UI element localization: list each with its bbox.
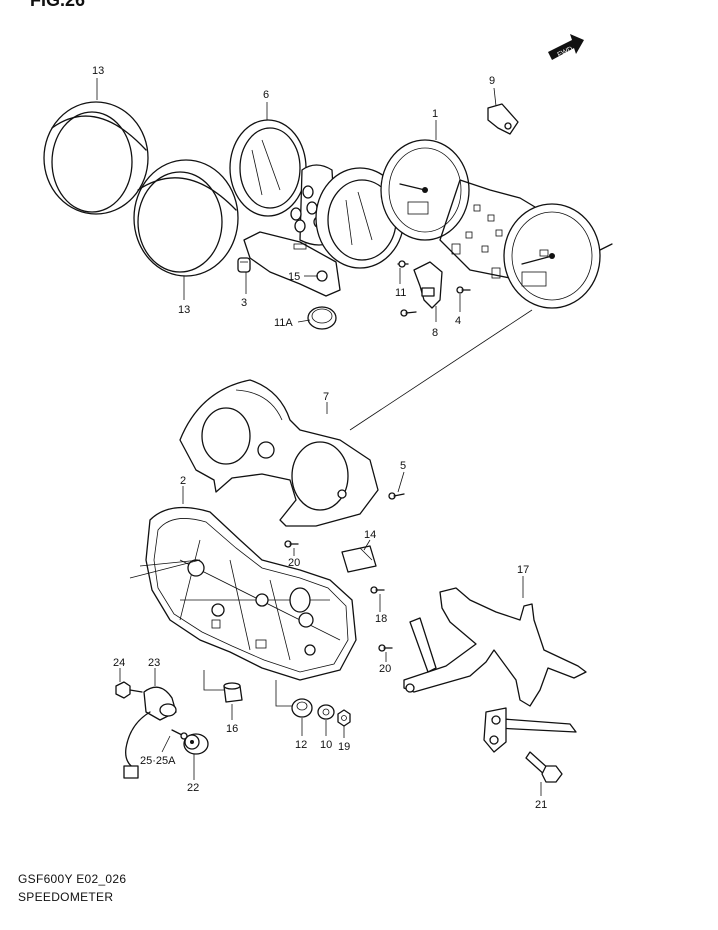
part-17-grommet xyxy=(223,682,243,703)
callout-11a: 11A xyxy=(274,317,293,329)
callout-15: 15 xyxy=(288,271,300,283)
callout-20-lower: 20 xyxy=(379,663,391,675)
callout-2: 2 xyxy=(180,475,186,487)
part-19-nut xyxy=(337,709,351,727)
part-24-bolt xyxy=(115,681,143,699)
part-14-pad xyxy=(341,545,377,573)
callout-10: 10 xyxy=(320,739,332,751)
part-20-screw-upper xyxy=(284,540,299,548)
part-25-screw xyxy=(171,729,188,740)
callout-20-upper: 20 xyxy=(288,557,300,569)
callout-7: 7 xyxy=(323,391,329,403)
callout-19: 19 xyxy=(338,741,350,753)
callout-21: 21 xyxy=(535,799,547,811)
part-13-cover-ring-upper xyxy=(43,101,149,215)
callout-13-bottom: 13 xyxy=(178,304,190,316)
alignment-line xyxy=(349,309,533,431)
callout-labels: 13 6 1 9 13 3 15 11A 11 8 4 7 5 2 14 20 … xyxy=(92,65,547,811)
part-21-bolt xyxy=(525,751,563,783)
part-5-screw xyxy=(388,492,405,500)
callout-5: 5 xyxy=(400,460,406,472)
part-9-clip xyxy=(487,103,519,135)
part-10-washer xyxy=(317,704,335,720)
part-13-cover-ring-lower xyxy=(133,159,239,277)
part-8-socket-bracket xyxy=(413,261,443,309)
part-7-meter-case xyxy=(179,379,379,527)
callout-6: 6 xyxy=(263,89,269,101)
fwd-arrow-icon: FWD xyxy=(548,34,584,60)
callout-4: 4 xyxy=(455,315,461,327)
part-2-lower-case xyxy=(129,506,357,707)
callout-17: 16 xyxy=(226,723,238,735)
callout-18: 18 xyxy=(375,613,387,625)
part-6-bezel xyxy=(229,119,405,297)
callout-12: 12 xyxy=(295,739,307,751)
callout-22: 22 xyxy=(187,782,199,794)
part-4-lower-screw xyxy=(400,309,417,317)
callout-24: 24 xyxy=(113,657,125,669)
part-12-cushion xyxy=(291,698,313,718)
callout-8: 8 xyxy=(432,327,438,339)
part-11-screw xyxy=(397,260,409,268)
part-1-meter-assembly xyxy=(380,139,613,309)
part-22-gear xyxy=(183,733,209,755)
part-11a-cap xyxy=(307,306,337,330)
part-18-screw xyxy=(370,586,385,594)
callout-16: 17 xyxy=(517,564,529,576)
callout-14: 14 xyxy=(364,529,376,541)
callout-25-25a: 25·25A xyxy=(140,755,176,767)
figure-title: FIG.26 xyxy=(30,0,85,10)
part-16-bracket xyxy=(403,587,587,753)
callout-13-top: 13 xyxy=(92,65,104,77)
callout-11: 11 xyxy=(395,287,406,299)
part-23-speed-sensor xyxy=(123,686,177,779)
model-code: GSF600Y E02_026 xyxy=(18,872,127,886)
section-name: SPEEDOMETER xyxy=(18,890,114,904)
part-3-grommet xyxy=(237,257,251,273)
callout-9: 9 xyxy=(489,75,495,87)
callout-1: 1 xyxy=(432,108,438,120)
part-4-screw xyxy=(456,286,471,294)
leader-lines xyxy=(96,78,542,796)
callout-3: 3 xyxy=(241,297,247,309)
callout-23: 23 xyxy=(148,657,160,669)
part-20-screw-lower xyxy=(378,644,393,652)
